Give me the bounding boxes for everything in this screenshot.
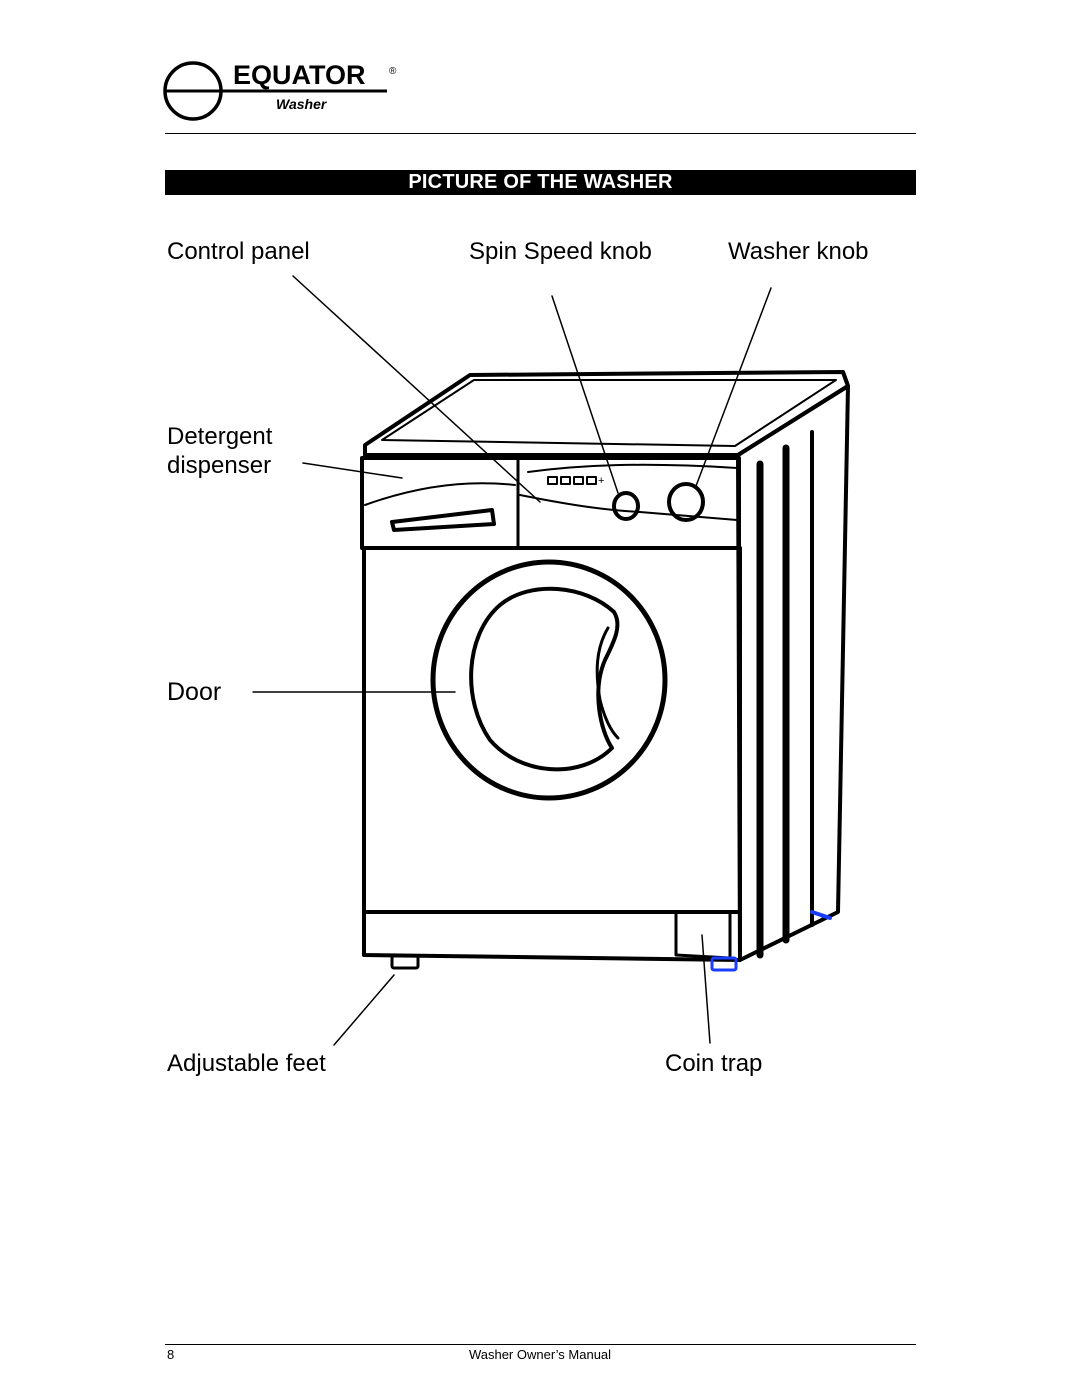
washer-cabinet	[362, 546, 742, 962]
washer-side	[736, 384, 850, 962]
door-outer	[430, 559, 668, 801]
label-adjustable-feet: Adjustable feet	[167, 1050, 326, 1077]
control-panel	[360, 456, 741, 550]
detergent-handle	[390, 508, 496, 532]
section-title: PICTURE OF THE WASHER	[165, 170, 916, 195]
label-detergent-line2: dispenser	[167, 452, 272, 479]
foot-right	[710, 956, 738, 972]
washer-top	[363, 370, 850, 457]
label-door: Door	[167, 678, 222, 706]
label-washer-knob: Washer knob	[728, 238, 869, 265]
footer-rule	[165, 1344, 916, 1345]
logo-registered-mark: ®	[389, 66, 397, 77]
foot-left	[390, 954, 420, 970]
page-number: 8	[167, 1347, 175, 1362]
equator-logo: EQUATOR ® Washer	[163, 60, 397, 121]
label-detergent-line1: Detergent	[167, 423, 273, 450]
label-coin-trap: Coin trap	[665, 1050, 763, 1077]
logo-subtext: Washer	[276, 96, 328, 112]
door-inner	[469, 586, 620, 772]
header-rule	[165, 133, 916, 134]
footer-manual-title: Washer Owner’s Manual	[468, 1347, 612, 1362]
washer-knob-shape	[667, 482, 705, 522]
logo-wordmark: EQUATOR	[233, 60, 366, 90]
label-spin-speed-knob: Spin Speed knob	[469, 238, 652, 265]
svg-text:+: +	[598, 475, 604, 487]
spin-speed-knob-shape	[612, 491, 640, 521]
label-control-panel: Control panel	[167, 238, 310, 265]
